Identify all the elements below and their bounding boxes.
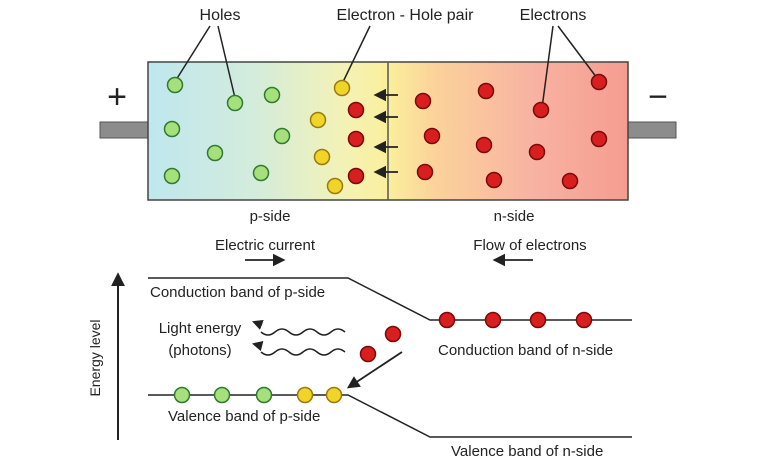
photon-wave — [260, 328, 346, 336]
electron — [477, 82, 495, 100]
hole — [166, 76, 184, 94]
p-side-label: p-side — [250, 208, 291, 225]
electron — [485, 171, 503, 189]
hole — [255, 386, 273, 404]
electron — [484, 311, 502, 329]
electric-current-label: Electric current — [215, 237, 316, 254]
n-terminal — [627, 121, 677, 139]
electron — [575, 311, 593, 329]
p-terminal — [99, 121, 149, 139]
electron — [532, 101, 550, 119]
electron — [347, 130, 365, 148]
photon-waves — [251, 320, 346, 356]
photon-wave — [260, 348, 346, 356]
hole — [163, 167, 181, 185]
photon-arrow — [252, 320, 264, 330]
electron — [528, 143, 546, 161]
holes-label: Holes — [200, 7, 241, 24]
valence-band-holes — [173, 386, 273, 404]
electron — [475, 136, 493, 154]
pair-label: Electron - Hole pair — [337, 7, 475, 24]
hole-yellow — [309, 111, 327, 129]
hole — [206, 144, 224, 162]
hole — [173, 386, 191, 404]
electron — [590, 130, 608, 148]
electron — [416, 163, 434, 181]
plus-sign: + — [107, 78, 127, 116]
electrons-group — [347, 73, 608, 190]
electron-drift-arrows — [373, 88, 398, 179]
electron — [359, 345, 377, 363]
conduction-band-electrons — [438, 311, 593, 329]
electron — [438, 311, 456, 329]
holes-group — [163, 76, 291, 185]
electron — [414, 92, 432, 110]
valence-band-p-label: Valence band of p-side — [168, 408, 320, 425]
electron — [347, 101, 365, 119]
label-pointers — [175, 25, 598, 109]
falling-electrons — [359, 325, 402, 363]
recombination-holes — [309, 79, 351, 195]
minus-sign: − — [648, 78, 668, 116]
electron — [590, 73, 608, 91]
n-side-label: n-side — [494, 208, 535, 225]
electron — [561, 172, 579, 190]
flow-of-electrons-label: Flow of electrons — [473, 237, 586, 254]
conduction-band-p-label: Conduction band of p-side — [150, 284, 325, 301]
photon-arrow — [251, 340, 264, 352]
photons-label: (photons) — [168, 342, 231, 359]
hole-yellow — [325, 386, 343, 404]
hole — [226, 94, 244, 112]
light-energy-label: Light energy — [159, 320, 242, 337]
electron — [347, 167, 365, 185]
hole — [263, 86, 281, 104]
hole — [163, 120, 181, 138]
conduction-band-n-label: Conduction band of n-side — [438, 342, 613, 359]
hole-yellow — [326, 177, 344, 195]
energy-level-label: Energy level — [87, 319, 103, 396]
hole — [273, 127, 291, 145]
electrons-label: Electrons — [520, 7, 587, 24]
hole-yellow — [313, 148, 331, 166]
electron — [529, 311, 547, 329]
hole-yellow — [296, 386, 314, 404]
electron — [423, 127, 441, 145]
hole-yellow — [333, 79, 351, 97]
hole — [252, 164, 270, 182]
valence-band-yellow-holes — [296, 386, 343, 404]
hole — [213, 386, 231, 404]
electron — [384, 325, 402, 343]
valence-band-n-label: Valence band of n-side — [451, 443, 603, 460]
valence-band-line — [148, 394, 632, 438]
recombination-arrow — [346, 351, 403, 389]
